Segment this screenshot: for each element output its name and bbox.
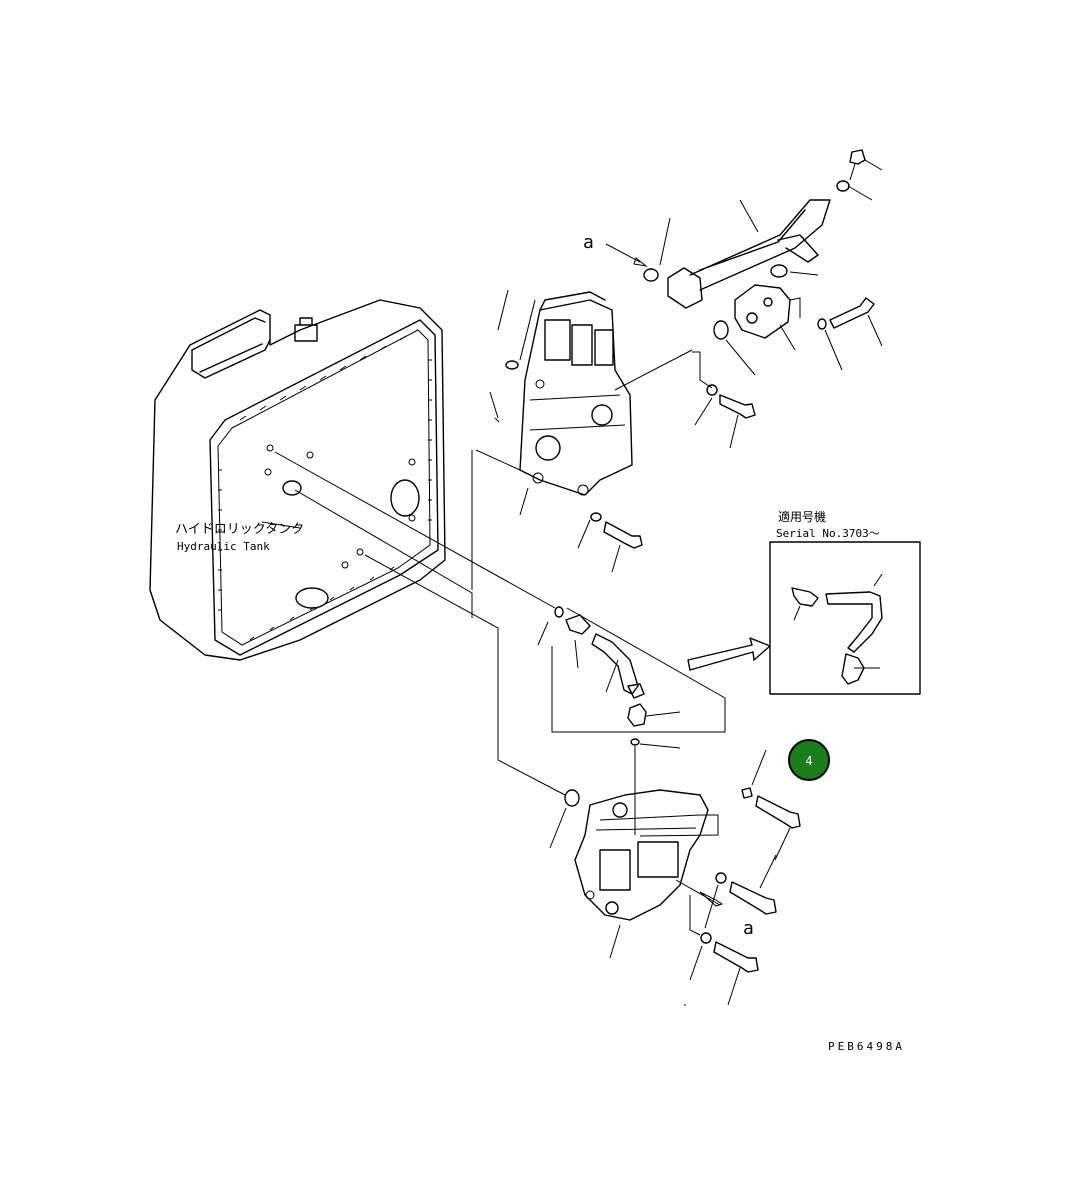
top-pipe-assembly[interactable] <box>643 149 883 449</box>
upper-control-valve[interactable] <box>471 289 693 590</box>
drawing-number: PEB6498A <box>828 1040 905 1053</box>
callout-4-button[interactable]: 4 <box>788 739 830 781</box>
hydraulic-tank[interactable] <box>149 299 566 796</box>
callout-circle <box>788 739 830 781</box>
ref-letter-bottom: a <box>743 918 754 939</box>
callout-number: 4 <box>805 754 812 768</box>
ref-arrowhead-top <box>633 257 648 267</box>
tank-leader-line <box>261 521 301 529</box>
tank-label-en: Hydraulic Tank <box>177 540 270 553</box>
serial-label-jp: 適用号機 <box>778 509 826 524</box>
lower-bolts[interactable] <box>684 749 801 1006</box>
tank-label-jp: ハイドロリックタンク <box>175 522 304 537</box>
lower-valve[interactable] <box>549 789 724 959</box>
serial-label-en: Serial No.3703～ <box>776 527 880 540</box>
middle-hose-assembly[interactable] <box>537 606 771 835</box>
ref-letter-top: a <box>583 232 594 253</box>
serial-detail-box[interactable] <box>769 541 921 695</box>
ref-arrow-top <box>605 243 641 263</box>
